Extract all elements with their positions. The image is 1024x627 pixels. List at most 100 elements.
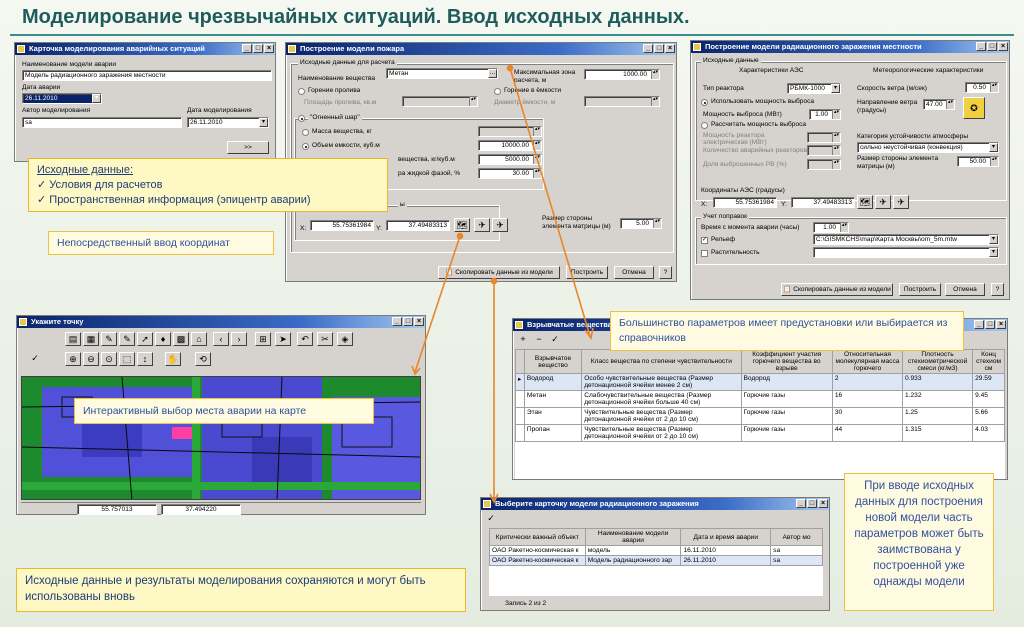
column-header[interactable]: Критически важный объект <box>489 528 586 546</box>
close-button[interactable]: × <box>998 42 1008 51</box>
map-pick-icon[interactable]: 🗺 <box>454 218 470 232</box>
minimize-button[interactable]: _ <box>643 44 653 53</box>
table-row[interactable]: ▸ Водород Особо чувствительные вещества … <box>515 373 1005 391</box>
plants-select[interactable]: ▾ <box>813 247 999 258</box>
spinner-icon[interactable]: ▴▾ <box>832 160 840 169</box>
aes-x-input[interactable]: 55.75361984 <box>713 197 777 208</box>
locate-alt-icon[interactable]: ✈ <box>893 195 909 209</box>
cancel-button[interactable]: Отмена <box>945 283 985 296</box>
table-row[interactable]: ОАО Ракетно-космическая к Модель радиаци… <box>489 555 823 566</box>
column-header[interactable]: Взрывчатое вещество <box>523 349 583 374</box>
column-header[interactable]: Автор мо <box>770 528 823 546</box>
modeling-date-picker[interactable]: 26.11.2010▾ <box>187 117 269 128</box>
table-row[interactable]: Метан Слабочувствительные вещества (Разм… <box>515 390 1005 408</box>
table-cell[interactable]: 29.59 <box>972 373 1005 391</box>
select-region-icon[interactable]: ⬚ <box>119 352 135 366</box>
spill-burn-radio[interactable] <box>298 88 305 95</box>
column-header[interactable]: Плотность стехиометрической смеси (кг/м3… <box>901 349 974 374</box>
arrow-icon[interactable]: ➤ <box>275 332 291 346</box>
matrix-cell-input[interactable]: 50.00▴▾ <box>957 156 999 167</box>
spinner-icon[interactable]: ▴▾ <box>990 83 998 92</box>
help-button[interactable]: ? <box>991 283 1004 296</box>
author-input[interactable]: sa <box>22 117 182 128</box>
cancel-button[interactable]: Отмена <box>614 266 654 279</box>
maximize-button[interactable]: □ <box>654 44 664 53</box>
wind-speed-input[interactable]: 0.50▴▾ <box>965 82 999 93</box>
confirm-icon[interactable]: ✓ <box>487 513 495 523</box>
table-cell[interactable]: Пропан <box>523 424 583 442</box>
chevron-down-icon[interactable]: ▾ <box>92 94 101 103</box>
pen-alt-icon[interactable]: ✎ <box>119 332 135 346</box>
table-cell[interactable]: Водород <box>523 373 583 391</box>
rs-share-input[interactable]: ▴▾ <box>807 159 841 170</box>
maximize-button[interactable]: □ <box>253 44 263 53</box>
relief-checkbox[interactable]: ✓ <box>701 237 708 244</box>
fraction-input[interactable]: 30.00▴▾ <box>478 168 542 179</box>
close-button[interactable]: × <box>665 44 675 53</box>
table-cell[interactable]: 1.25 <box>901 407 974 425</box>
table-cell[interactable]: ОАО Ракетно-космическая к <box>489 545 586 556</box>
table-cell[interactable]: модель <box>584 545 682 556</box>
wind-direction-input[interactable]: 47.00▴▾ <box>923 99 955 110</box>
help-button[interactable]: ? <box>659 266 672 279</box>
cell-size-input[interactable]: 5.00▴▾ <box>620 218 662 229</box>
spinner-icon[interactable]: ▴▾ <box>653 219 661 228</box>
undo-icon[interactable]: ↶ <box>297 332 313 346</box>
chevron-left-icon[interactable]: ‹ <box>213 332 229 346</box>
drop-icon[interactable]: ♦ <box>155 332 171 346</box>
remove-icon[interactable]: − <box>536 334 542 344</box>
minimize-button[interactable]: _ <box>976 42 986 51</box>
y-coordinate-input[interactable]: 37.49483313 <box>386 220 450 231</box>
locate-icon[interactable]: ✈ <box>474 218 490 232</box>
spinner-icon[interactable]: ▴▾ <box>533 169 541 178</box>
rotate-icon[interactable]: ⟲ <box>195 352 211 366</box>
spinner-icon[interactable]: ▴▾ <box>469 97 477 106</box>
use-power-radio[interactable] <box>701 99 708 106</box>
mass-input[interactable]: ▴▾ <box>478 126 542 137</box>
table-cell[interactable]: Особо чувствительные вещества (Размер де… <box>581 373 742 391</box>
table-cell[interactable]: Горючие газы <box>740 407 833 425</box>
spill-area-input[interactable]: ▴▾ <box>402 96 478 107</box>
spinner-icon[interactable]: ▴▾ <box>651 70 659 79</box>
layers-icon[interactable]: ▦ <box>83 332 99 346</box>
zoom-in-icon[interactable]: ⊕ <box>65 352 81 366</box>
fireball-radio[interactable] <box>298 115 305 122</box>
locate-alt-icon[interactable]: ✈ <box>492 218 508 232</box>
table-cell[interactable]: 1.315 <box>901 424 974 442</box>
table-cell[interactable]: 44 <box>831 424 904 442</box>
map-pick-icon[interactable]: 🗺 <box>857 195 873 209</box>
spinner-icon[interactable]: ▴▾ <box>946 100 954 109</box>
table-cell[interactable]: Слабочувствительные вещества (Размер дет… <box>581 390 742 408</box>
zone-input[interactable]: 1000.00▴▾ <box>584 69 660 80</box>
column-header[interactable]: Дата и время аварии <box>680 528 772 546</box>
table-row[interactable]: Этан Чувствительные вещества (Размер дет… <box>515 407 1005 425</box>
table-cell[interactable]: 9.45 <box>972 390 1005 408</box>
copy-from-model-button[interactable]: 📋 Скопировать данные из модели <box>438 266 560 279</box>
aes-y-input[interactable]: 37.49483313 <box>791 197 855 208</box>
table-cell[interactable]: 16 <box>831 390 904 408</box>
chevron-right-icon[interactable]: › <box>231 332 247 346</box>
confirm-icon[interactable]: ✓ <box>551 334 559 344</box>
plants-checkbox[interactable] <box>701 250 708 257</box>
close-button[interactable]: × <box>996 320 1006 329</box>
locate-icon[interactable]: ✈ <box>875 195 891 209</box>
tank-burn-radio[interactable] <box>494 88 501 95</box>
table-cell[interactable]: Метан <box>523 390 583 408</box>
column-header[interactable]: Наименование модели аварии <box>584 528 682 546</box>
tank-diameter-input[interactable]: ▴▾ <box>584 96 660 107</box>
next-button[interactable]: >> <box>227 141 269 154</box>
table-cell[interactable]: 30 <box>831 407 904 425</box>
pointer-icon[interactable]: ➚ <box>137 332 153 346</box>
close-button[interactable]: × <box>818 499 828 508</box>
maximize-button[interactable]: □ <box>987 42 997 51</box>
column-header[interactable]: Класс вещества по степени чувствительнос… <box>581 349 742 374</box>
zoom-fit-icon[interactable]: ⊙ <box>101 352 117 366</box>
table-cell[interactable]: sa <box>770 555 823 566</box>
table-cell[interactable]: 5.66 <box>972 407 1005 425</box>
chevron-down-icon[interactable]: ▾ <box>831 84 840 93</box>
table-cell[interactable]: Чувствительные вещества (Размер детонаци… <box>581 407 742 425</box>
power-input[interactable]: 1.00▴▾ <box>809 109 841 120</box>
spinner-icon[interactable]: ▴▾ <box>651 97 659 106</box>
minimize-button[interactable]: _ <box>242 44 252 53</box>
close-button[interactable]: × <box>264 44 274 53</box>
